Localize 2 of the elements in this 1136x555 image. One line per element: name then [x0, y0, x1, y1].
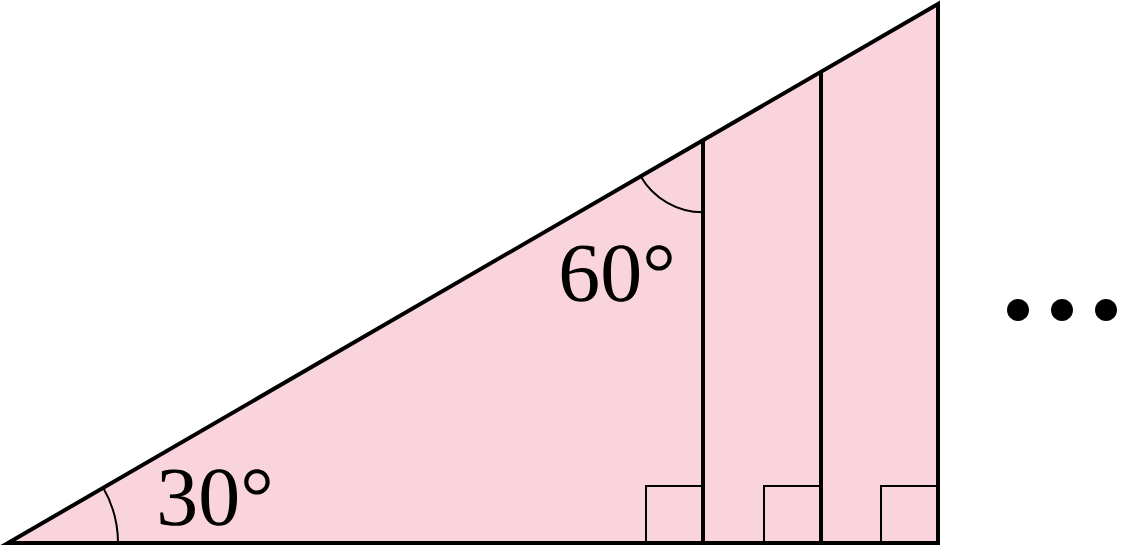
angle-label: 30°: [160, 469, 270, 526]
angle-label: 60°: [561, 245, 672, 302]
